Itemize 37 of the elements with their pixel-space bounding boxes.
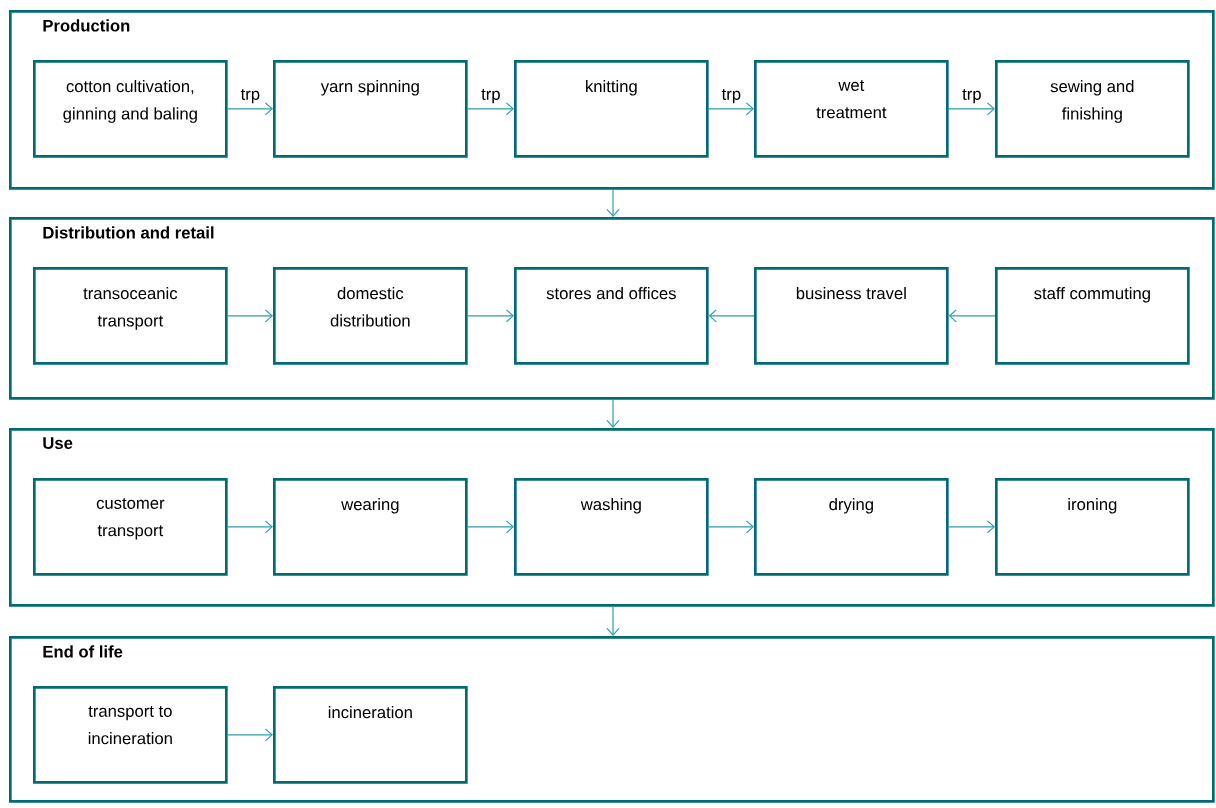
process-box: cotton cultivation, ginning and baling	[33, 60, 228, 158]
process-box: incineration	[273, 686, 468, 784]
arrow	[948, 102, 995, 116]
arrow	[467, 309, 514, 323]
arrow	[708, 309, 755, 323]
arrow	[467, 102, 514, 116]
process-box: sewing and finishing	[995, 60, 1190, 158]
arrow	[606, 399, 620, 428]
edge-label: trp	[479, 87, 502, 105]
process-box: ironing	[995, 478, 1190, 576]
arrow	[227, 728, 273, 742]
process-box: stores and offices	[514, 267, 709, 365]
process-box: staff commuting	[995, 267, 1190, 365]
process-box: drying	[754, 478, 949, 576]
edge-label: trp	[239, 87, 262, 105]
arrow	[227, 520, 273, 534]
process-box: wearing	[273, 478, 468, 576]
edge-label: trp	[720, 87, 743, 105]
process-box: transoceanic transport	[33, 267, 228, 365]
arrow	[606, 606, 620, 636]
process-box: washing	[514, 478, 709, 576]
arrow	[227, 102, 273, 116]
process-box: transport to incineration	[33, 686, 228, 784]
process-box: wet treatment	[754, 60, 949, 158]
process-box: domestic distribution	[273, 267, 468, 365]
arrow	[948, 309, 996, 323]
process-box: yarn spinning	[273, 60, 468, 158]
arrow	[948, 520, 995, 534]
process-box: customer transport	[33, 478, 228, 576]
arrow	[467, 520, 514, 534]
edge-label: trp	[960, 87, 983, 105]
process-box: business travel	[754, 267, 949, 365]
arrow	[606, 189, 620, 217]
arrow	[708, 520, 754, 534]
process-box: knitting	[514, 60, 709, 158]
arrow	[708, 102, 754, 116]
arrow	[227, 309, 273, 323]
